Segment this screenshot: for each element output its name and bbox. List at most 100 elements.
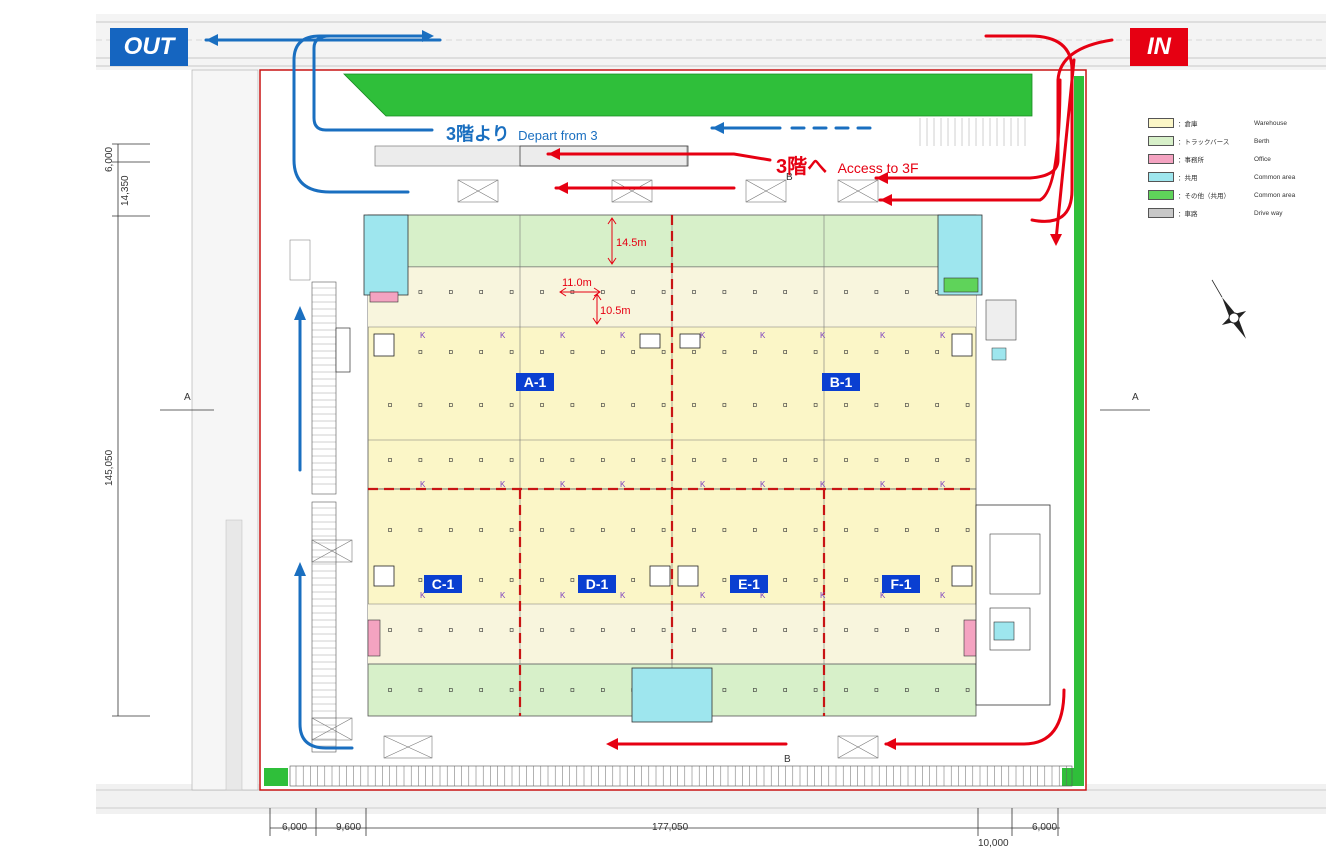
green-northeast: [943, 277, 979, 293]
column: [540, 290, 544, 294]
column: [600, 628, 605, 632]
depart-label: 3階より Depart from 3: [446, 120, 598, 146]
legend-row: ：その他（共用） Common area: [1148, 186, 1318, 204]
column: [874, 688, 879, 692]
column: [844, 350, 848, 354]
depart-label-en: Depart from 3: [518, 128, 598, 143]
door-mark: K: [700, 331, 706, 340]
column: [904, 403, 909, 407]
column: [965, 528, 970, 532]
column: [631, 350, 636, 354]
column: [479, 528, 484, 532]
door-mark: K: [700, 591, 706, 600]
column: [722, 290, 727, 294]
column: [509, 290, 514, 294]
column: [540, 628, 544, 632]
legend-swatch-office: [1148, 154, 1174, 164]
door-mark: K: [880, 591, 886, 600]
ramp-top: [374, 145, 688, 167]
column: [813, 628, 818, 632]
legend-en: Common area: [1254, 191, 1296, 199]
door-mark: K: [420, 591, 426, 600]
column: [874, 458, 879, 462]
legend-row: ：事務所 Office: [1148, 150, 1318, 168]
column: [844, 458, 848, 462]
parking-stall-lines: [295, 118, 1067, 786]
legend-row: ：倉庫 Warehouse: [1148, 114, 1318, 132]
legend-jp: ：その他（共用）: [1178, 193, 1230, 200]
column: [631, 458, 636, 462]
column: [570, 628, 575, 632]
column: [600, 290, 605, 294]
in-tag: IN: [1130, 28, 1188, 66]
column: [540, 403, 544, 407]
column: [874, 628, 879, 632]
span-annotations: [559, 217, 617, 325]
column: [783, 688, 788, 692]
column: [509, 628, 514, 632]
column: [631, 403, 636, 407]
column: [692, 403, 696, 407]
unit-label-c1: C-1: [424, 575, 462, 593]
column: [722, 350, 727, 354]
column: [388, 458, 392, 462]
column: [813, 528, 818, 532]
column: [448, 290, 453, 294]
door-mark: K: [940, 331, 946, 340]
column: [965, 403, 970, 407]
column: [813, 350, 818, 354]
column: [935, 403, 940, 407]
column: [722, 578, 727, 582]
outbound-arrowheads: [206, 30, 724, 576]
legend-jp: ：倉庫: [1178, 121, 1198, 128]
left-neighbour-lot: [191, 69, 259, 791]
column: [631, 290, 636, 294]
door-mark: K: [760, 591, 766, 600]
column: [570, 578, 575, 582]
column: [722, 528, 727, 532]
column: [540, 350, 544, 354]
column: [692, 350, 696, 354]
column: [448, 458, 453, 462]
green-buffer-top: [343, 73, 1033, 117]
door-mark: K: [620, 331, 626, 340]
column: [448, 403, 453, 407]
legend: ：倉庫 Warehouse ：トラックバース Berth ：事務所 Office…: [1148, 114, 1318, 222]
column: [509, 458, 514, 462]
dim-bottom-main: 177,050: [652, 822, 689, 833]
column: [540, 688, 544, 692]
column: [844, 688, 848, 692]
column: [722, 403, 727, 407]
core-south: [631, 667, 713, 723]
column: [661, 350, 666, 354]
column: [904, 458, 909, 462]
column: [631, 528, 636, 532]
dimension-lines: [112, 143, 1150, 836]
column: [783, 528, 788, 532]
dim-left-top: 6,000: [104, 147, 115, 172]
column: [752, 350, 757, 354]
section-mark-right: A: [1132, 392, 1139, 403]
column: [600, 458, 605, 462]
inbound-arrowheads: [548, 148, 1062, 750]
column: [935, 458, 940, 462]
column: [661, 290, 666, 294]
door-mark: K: [820, 480, 826, 489]
core-northwest: [363, 214, 409, 296]
legend-en: Common area: [1254, 173, 1296, 181]
door-mark: K: [560, 480, 566, 489]
column: [509, 578, 514, 582]
column: [722, 458, 727, 462]
door-mark: K: [420, 480, 426, 489]
column: [935, 528, 940, 532]
column: [570, 688, 575, 692]
legend-swatch-other-common: [1148, 190, 1174, 200]
column: [661, 628, 666, 632]
column: [752, 290, 757, 294]
east-annex: [975, 299, 1051, 706]
door-mark: K: [620, 480, 626, 489]
column: [692, 528, 696, 532]
column: [509, 350, 514, 354]
column: [752, 688, 757, 692]
